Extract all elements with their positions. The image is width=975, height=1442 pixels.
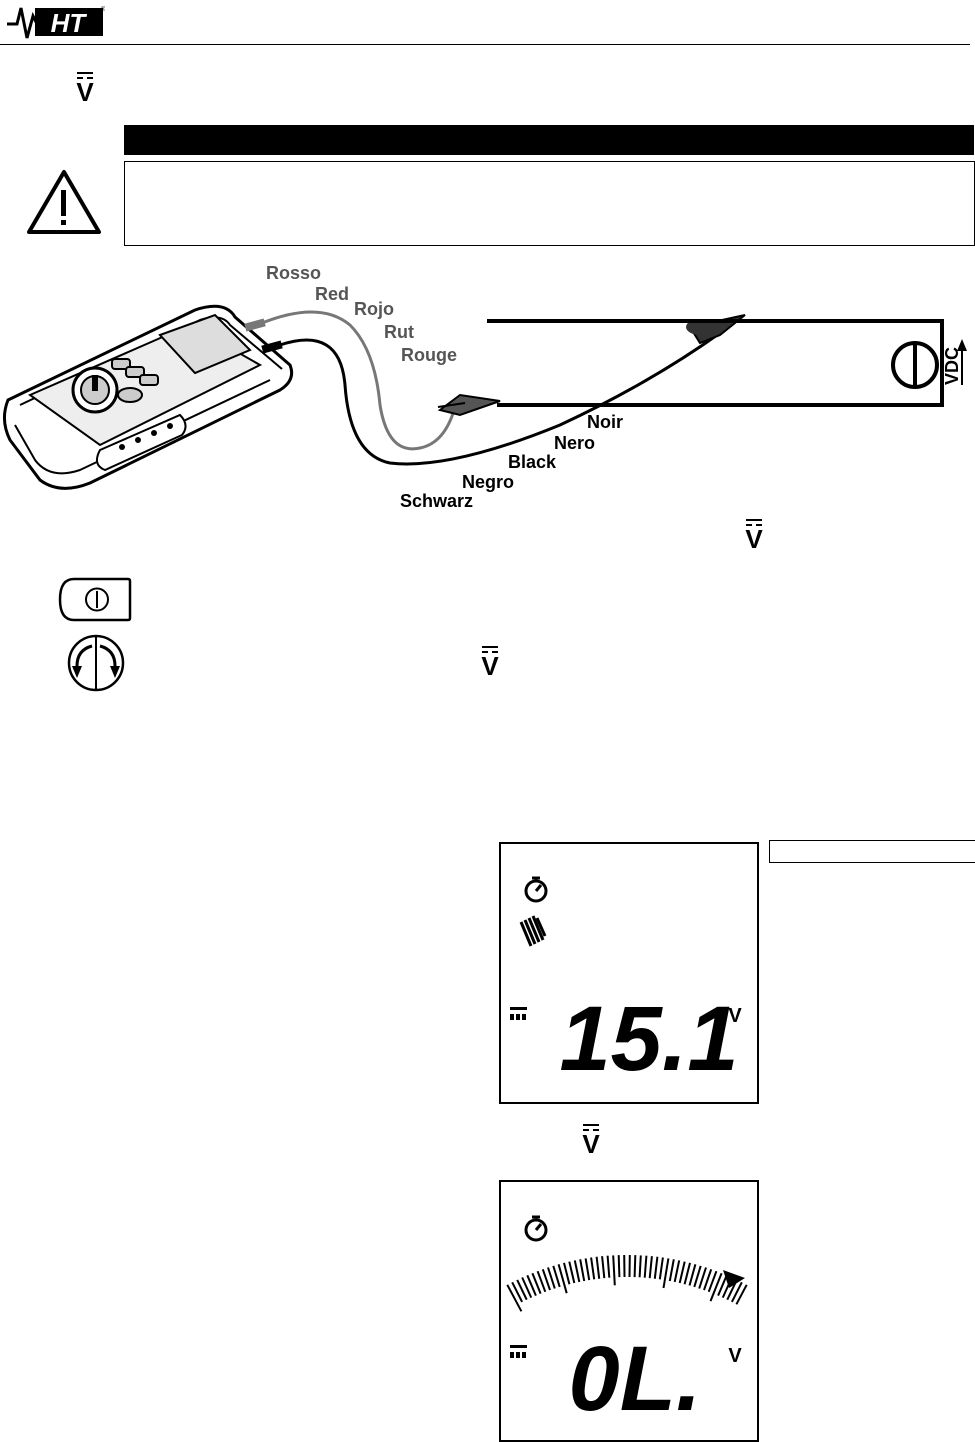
bargraph-tick bbox=[658, 1257, 664, 1280]
bargraph-tick bbox=[541, 1268, 551, 1291]
vdc-symbol-icon: V bbox=[744, 519, 764, 552]
bargraph-tick bbox=[731, 1281, 743, 1303]
ht-logo: HT ® bbox=[7, 6, 105, 39]
bargraph-tick bbox=[693, 1265, 702, 1288]
bargraph-tick bbox=[573, 1260, 581, 1283]
black-label-fr: Noir bbox=[587, 412, 623, 432]
figure-caption-box bbox=[769, 840, 975, 863]
vdc-symbol-icon: V bbox=[480, 646, 500, 679]
source-label: V bbox=[942, 373, 962, 385]
bargraph-tick bbox=[521, 1277, 533, 1299]
black-label-es: Negro bbox=[462, 472, 514, 492]
bargraph-tick bbox=[683, 1262, 691, 1285]
lcd-reading: 15.1 bbox=[559, 988, 738, 1090]
black-label-en: Black bbox=[508, 452, 557, 472]
hold-icon bbox=[519, 915, 547, 947]
bargraph-tick bbox=[601, 1256, 606, 1279]
vdc-symbol-icon: V bbox=[75, 72, 95, 105]
bargraph-tick bbox=[643, 1255, 648, 1278]
bargraph-tick bbox=[673, 1260, 681, 1283]
lcd-display-overload: 0L. V bbox=[499, 1180, 759, 1442]
bargraph-tick bbox=[662, 1258, 670, 1289]
red-label-it: Rosso bbox=[266, 263, 321, 283]
dc-mode-icon bbox=[510, 1345, 527, 1358]
vdc-symbol-icon: V bbox=[581, 1124, 601, 1157]
bargraph-tick bbox=[531, 1272, 542, 1294]
bargraph-tick bbox=[516, 1279, 528, 1301]
source-subscript: DC bbox=[942, 347, 962, 373]
bargraph-tick bbox=[536, 1270, 547, 1293]
bargraph-tick bbox=[547, 1267, 556, 1289]
lcd-unit: V bbox=[728, 1005, 742, 1027]
bargraph-tick bbox=[617, 1255, 621, 1278]
lcd-display-reading: 15.1 V bbox=[499, 842, 759, 1104]
bargraph-tick bbox=[590, 1257, 596, 1280]
svg-text:®: ® bbox=[101, 6, 105, 13]
bargraph-tick bbox=[678, 1261, 686, 1284]
bargraph-tick bbox=[668, 1259, 675, 1282]
bargraph-tick bbox=[563, 1262, 571, 1285]
rotary-selector-icon bbox=[67, 634, 125, 692]
bargraph-tick bbox=[526, 1274, 537, 1296]
red-label-de: Rut bbox=[384, 322, 414, 342]
lcd-unit: V bbox=[728, 1345, 742, 1367]
bargraph-tick bbox=[511, 1281, 523, 1303]
warning-triangle-icon bbox=[27, 170, 101, 234]
warning-title-bar bbox=[124, 125, 974, 155]
black-label-de: Schwarz bbox=[400, 491, 473, 511]
lcd-reading: 0L. bbox=[569, 1328, 702, 1430]
bargraph-tick bbox=[579, 1259, 586, 1282]
logo-text: HT bbox=[51, 8, 88, 38]
bargraph-tick bbox=[584, 1258, 591, 1281]
bargraph-tick bbox=[506, 1284, 523, 1312]
connection-diagram: V DC Rosso Red Rojo Rut Rouge Noir Nero … bbox=[3, 263, 967, 511]
bargraph-tick bbox=[709, 1272, 723, 1302]
warning-text-box bbox=[124, 161, 975, 246]
bargraph-tick bbox=[633, 1255, 637, 1278]
bargraph-tick bbox=[552, 1265, 561, 1288]
bargraph-tick bbox=[557, 1264, 568, 1294]
bargraph-tick bbox=[638, 1255, 642, 1278]
red-label-en: Red bbox=[315, 284, 349, 304]
timer-icon bbox=[524, 876, 548, 903]
red-label-es: Rojo bbox=[354, 299, 394, 319]
black-label-it: Nero bbox=[554, 433, 595, 453]
bargraph-tick bbox=[688, 1264, 697, 1286]
bargraph-arrow-icon bbox=[723, 1270, 745, 1288]
bargraph-tick bbox=[707, 1270, 718, 1293]
bargraph-tick bbox=[698, 1267, 707, 1289]
bargraph-tick bbox=[648, 1256, 653, 1279]
dc-mode-icon bbox=[510, 1007, 527, 1020]
bargraph-tick bbox=[653, 1256, 659, 1279]
bargraph-tick bbox=[735, 1284, 748, 1305]
red-label-fr: Rouge bbox=[401, 345, 457, 365]
header-rule bbox=[0, 44, 970, 45]
bargraph-tick bbox=[703, 1268, 713, 1291]
bargraph-tick bbox=[595, 1256, 601, 1279]
power-key-icon bbox=[58, 577, 132, 622]
bargraph-tick bbox=[717, 1274, 728, 1296]
bargraph-tick bbox=[612, 1255, 616, 1286]
timer-icon bbox=[524, 1215, 548, 1242]
bargraph-tick bbox=[568, 1261, 576, 1284]
bargraph bbox=[506, 1254, 748, 1312]
bargraph-tick bbox=[606, 1255, 611, 1278]
instrument-illustration bbox=[3, 304, 294, 490]
